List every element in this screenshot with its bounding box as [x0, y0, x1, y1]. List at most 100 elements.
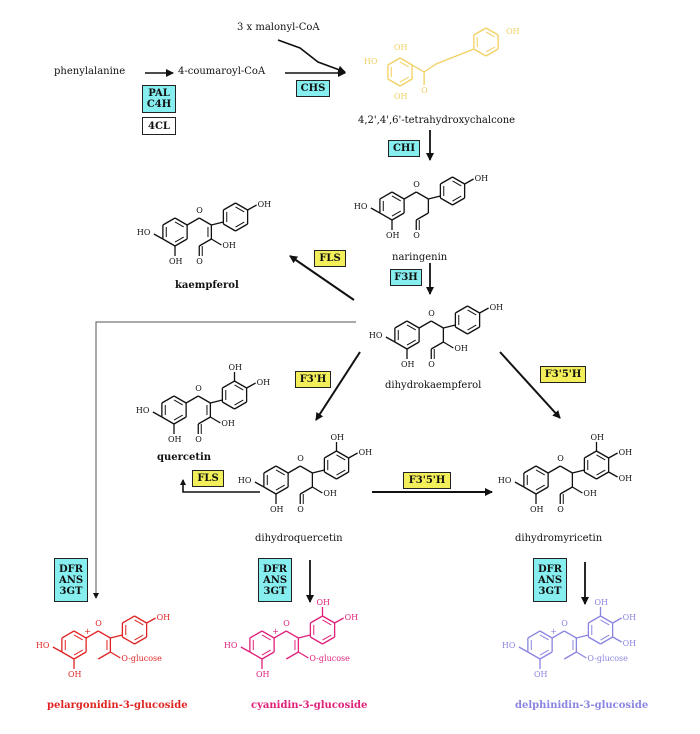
delphinidin-a-ring-bond	[527, 651, 541, 660]
cyanidin-ring-oxygen: O	[283, 619, 290, 628]
dihydroquercetin-a-ring-double-bond	[275, 469, 285, 476]
quercetin-3p-hydroxyl: OH	[228, 363, 243, 372]
kaempferol-c-ring-bond	[198, 217, 212, 226]
dihydrokaempferol-keto-oxygen: O	[428, 360, 435, 369]
cyanidin-b-ring-double-bond	[322, 634, 332, 641]
dihydroquercetin-c-ring-bond	[299, 486, 313, 495]
chalcone-b-ring-bond	[485, 48, 499, 57]
pelargonidin-c3-substituent: O-glucose	[121, 654, 162, 663]
cyanidin-a-ring-bond	[249, 630, 263, 639]
dihydromyricetin-b-ring-double-bond	[596, 469, 606, 476]
quercetin-keto-oxygen: O	[195, 435, 202, 444]
enzyme-ans: ANS	[537, 574, 563, 586]
enzyme-dfr: DFR	[537, 563, 563, 575]
dihydrokaempferol-b-ring-bond	[467, 326, 480, 335]
coumaroyl-coa-label: 4-coumaroyl-CoA	[178, 66, 266, 77]
kaempferol-keto-oxygen: O	[196, 257, 203, 266]
naringenin-b-ring-bond	[440, 176, 453, 185]
delphinidin-5-hydroxyl: OH	[534, 670, 548, 679]
pelargonidin-a-ring-double-bond	[73, 649, 83, 656]
delphinidin-b-ring-bond	[600, 636, 613, 645]
delphinidin-a-ring-double-bond	[539, 649, 549, 656]
kaempferol-b-ring-bond	[223, 223, 236, 232]
delphinidin-a-ring-bond	[539, 630, 553, 639]
chalcone-b-ring-double-bond	[485, 31, 495, 38]
chalcone-a-ring-bond	[399, 57, 413, 66]
enzyme-chs: CHS	[296, 80, 330, 97]
quercetin-7-hydroxyl: HO	[135, 406, 150, 415]
naringenin-4p-bond	[464, 178, 474, 185]
naringenin-b-ring-double-bond	[452, 180, 462, 187]
kaempferol-a-ring-double-bond	[174, 221, 184, 228]
delphinidin-b-ring-double-bond	[600, 634, 610, 641]
naringenin-7oh-bond	[370, 207, 381, 214]
cyanidin-5-hydroxyl: OH	[256, 670, 270, 679]
dihydromyricetin-ring-oxygen: O	[557, 454, 564, 463]
kaempferol-7oh-bond	[153, 233, 164, 240]
cyanidin-c-ring-bond	[273, 630, 287, 639]
delphinidin-c-ring-bond	[563, 651, 577, 660]
quercetin-4p-bond	[246, 382, 256, 389]
dihydromyricetin-b-ring-bond	[584, 471, 597, 480]
naringenin-keto-oxygen: O	[413, 231, 420, 240]
dihydromyricetin-4p-hydroxyl: OH	[618, 448, 633, 457]
kaempferol-4p-bond	[247, 204, 257, 211]
enzyme-3gt: 3GT	[263, 585, 287, 597]
delphinidin-c3-bond	[576, 651, 587, 659]
dihydromyricetin-keto-oxygen: O	[557, 505, 564, 514]
kaempferol-label: kaempferol	[175, 280, 239, 291]
naringenin-a-ring-double-bond	[391, 210, 401, 217]
chalcone-hydroxyl-1: HO	[363, 57, 378, 66]
naringenin-b-link	[428, 195, 441, 200]
naringenin-a-ring-double-bond	[391, 195, 401, 202]
naringenin-label: naringenin	[392, 252, 448, 263]
pelargonidin-4p-bond	[146, 617, 156, 624]
pelargonidin-c3-bond	[110, 651, 121, 659]
enzyme-3gt: 3GT	[59, 585, 83, 597]
arrow-fls-2	[180, 479, 260, 493]
dihydrokaempferol-b-ring-bond	[455, 326, 468, 335]
enzyme-f3-prime-h: F3'H	[295, 371, 331, 388]
enzyme-fls-1: FLS	[314, 250, 346, 267]
quercetin-label: quercetin	[157, 452, 212, 463]
enzyme-f3h: F3H	[390, 269, 422, 286]
naringenin-a-ring-bond	[379, 212, 393, 221]
cyanidin-3p-hydroxyl: OH	[316, 598, 331, 607]
enzyme-4cl: 4CL	[142, 117, 176, 135]
kaempferol-a-ring-bond	[162, 238, 176, 247]
dihydroquercetin-5-hydroxyl: OH	[270, 505, 284, 514]
dihydrokaempferol-5-hydroxyl: OH	[401, 360, 415, 369]
enzyme-pal: PAL	[148, 88, 170, 99]
cyanidin-c3-bond	[298, 651, 309, 659]
dihydrokaempferol-c-ring-bond	[430, 341, 444, 350]
delphinidin-5p-hydroxyl: OH	[622, 639, 637, 648]
kaempferol-ring-oxygen: O	[196, 206, 203, 215]
enzyme-group-cyanidin: DFR ANS 3GT	[258, 558, 292, 602]
cyanidin-a-ring-bond	[261, 651, 275, 660]
quercetin-c-ring-bond	[185, 395, 199, 404]
dihydroquercetin-4p-hydroxyl: OH	[358, 448, 373, 457]
dihydroquercetin-c3-substituent: OH	[323, 489, 337, 498]
quercetin-a-ring-bond	[161, 416, 175, 425]
chalcone-linker	[411, 48, 475, 73]
pelargonidin-c-ring-bond	[85, 630, 99, 639]
delphinidin-7-hydroxyl: HO	[501, 641, 516, 650]
quercetin-a-ring-double-bond	[173, 414, 183, 421]
quercetin-a-ring-bond	[161, 395, 175, 404]
dihydroquercetin-ring-oxygen: O	[297, 454, 304, 463]
pelargonidin-a-ring-bond	[61, 630, 75, 639]
dihydroquercetin-b-ring-bond	[324, 471, 337, 480]
dihydromyricetin-a-ring-double-bond	[535, 469, 545, 476]
chalcone-hydroxyl-2: OH	[394, 43, 408, 52]
arrow-f35h-1	[499, 351, 561, 419]
kaempferol-b-ring-bond	[235, 202, 248, 211]
quercetin-ring-oxygen: O	[195, 384, 202, 393]
dihydrokaempferol-c-ring-bond	[430, 320, 444, 329]
dihydromyricetin-7oh-bond	[514, 481, 525, 488]
chalcone-keto-oxygen: O	[421, 86, 428, 95]
kaempferol-4p-hydroxyl: OH	[257, 200, 272, 209]
delphinidin-b-ring-double-bond	[600, 619, 610, 626]
kaempferol-c-ring-bond	[198, 238, 212, 247]
naringenin-c-ring-bond	[403, 191, 417, 200]
